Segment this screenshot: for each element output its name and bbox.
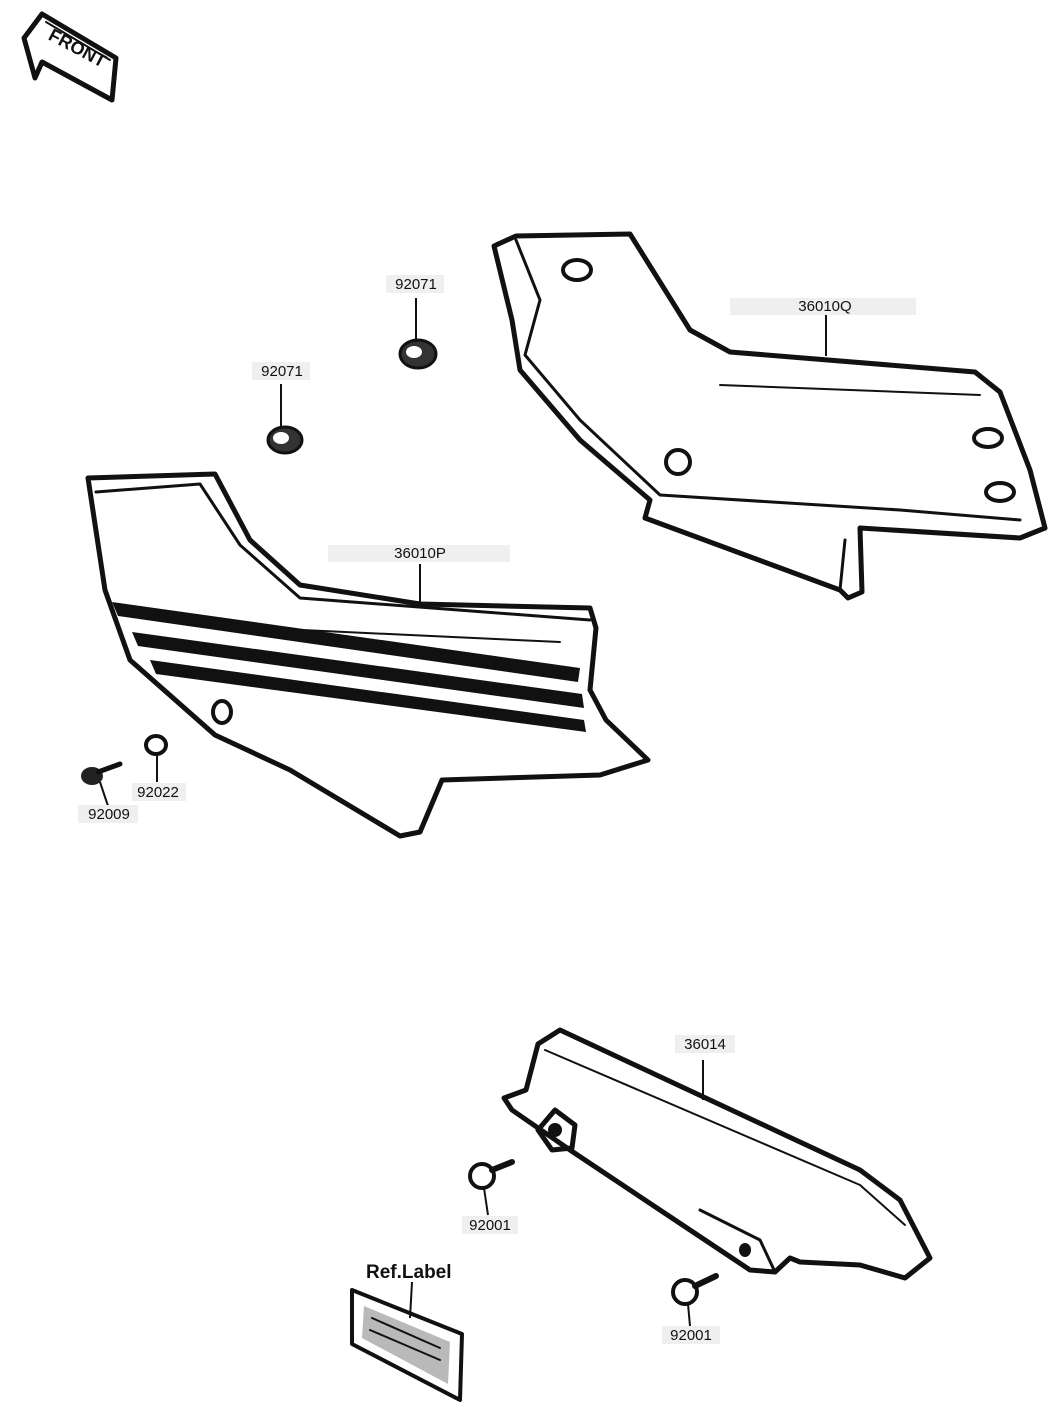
front-arrow-label: FRONT [45, 25, 109, 72]
damper-upper-icon [398, 338, 438, 370]
ref-label-title: Ref.Label [366, 1262, 452, 1283]
front-arrow-icon: FRONT [21, 11, 119, 103]
callout-nut-left: 92022 [137, 784, 179, 801]
chain-cover [501, 1027, 933, 1281]
grommet-icon [984, 481, 1016, 503]
mount-hole-icon [211, 699, 233, 725]
callout-bolt-lower: 92001 [670, 1327, 712, 1344]
callout-side-cover-left: 36010P [394, 545, 446, 562]
callout-damper-lower: 92071 [261, 363, 303, 380]
callout-side-cover-right: 36010Q [798, 298, 851, 315]
callout-bolt-upper: 92001 [469, 1217, 511, 1234]
bolt-92001-lower-icon [671, 1273, 719, 1306]
grommet-icon [664, 448, 692, 476]
nut-92022-icon [144, 734, 168, 756]
callout-damper-upper: 92071 [395, 276, 437, 293]
grommet-icon [561, 258, 593, 282]
leader-lines [99, 298, 827, 1327]
bolt-92001-upper-icon [468, 1159, 515, 1190]
grommet-icon [972, 427, 1004, 449]
ref-label-plate [350, 1288, 464, 1402]
callout-chain-cover: 36014 [684, 1036, 726, 1053]
side-cover-right [491, 231, 1048, 601]
bolt-92009-icon [81, 761, 123, 785]
damper-lower-icon [266, 425, 304, 455]
callout-bolt-left: 92009 [88, 806, 130, 823]
side-cover-left [85, 471, 651, 839]
